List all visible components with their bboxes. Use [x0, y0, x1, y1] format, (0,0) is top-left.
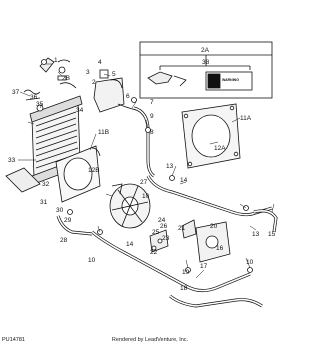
- callout-12b: 12B: [88, 167, 100, 174]
- callout-14-upper: 14: [180, 177, 188, 184]
- leader-lines: [18, 63, 275, 279]
- callout-19: 19: [182, 269, 190, 276]
- callout-22: 22: [150, 249, 158, 256]
- long-hose-upper: [146, 175, 273, 217]
- bottom-hose: [169, 294, 263, 308]
- fan-shroud-left: [55, 145, 101, 203]
- decal-warning-text: WARNING: [222, 78, 239, 82]
- callout-3: 3: [86, 69, 90, 76]
- callout-8: 8: [150, 129, 154, 136]
- callout-10a: 10: [142, 193, 150, 200]
- callout-6: 6: [126, 93, 130, 100]
- callout-9: 9: [150, 113, 154, 120]
- footer-credit: Rendered by LeadVenture, Inc.: [111, 337, 189, 343]
- lower-left-hose: [56, 215, 93, 236]
- fan-shroud-right: [181, 103, 241, 169]
- callout-21: 21: [178, 225, 186, 232]
- upper-hose: [133, 106, 155, 178]
- callout-23: 23: [162, 235, 170, 242]
- callout-13: 13: [166, 163, 174, 170]
- callout-4: 4: [98, 59, 102, 66]
- callout-12a: 12A: [214, 145, 226, 152]
- callout-36: 36: [30, 94, 38, 101]
- callout-27: 27: [140, 179, 148, 186]
- callout-34: 34: [76, 107, 84, 114]
- callout-35: 35: [36, 101, 44, 108]
- callout-32: 32: [42, 181, 50, 188]
- hose-clamps: [67, 127, 253, 273]
- figure-id: PU14781: [2, 337, 25, 343]
- callout-17: 17: [200, 263, 208, 270]
- inset-label: 2A: [201, 47, 210, 54]
- housing-right: [181, 219, 231, 263]
- exploded-parts-diagram: 2A 38 WARNING 37 1 2B 35 36 34 33 32 31 …: [5, 41, 278, 308]
- callout-11b: 11B: [98, 129, 109, 136]
- callout-25: 25: [152, 229, 160, 236]
- callout-1: 1: [54, 57, 58, 64]
- callout-10c: 10: [246, 259, 254, 266]
- callout-7: 7: [150, 99, 154, 106]
- callout-29: 29: [64, 217, 72, 224]
- callout-16: 16: [216, 245, 224, 252]
- callout-30: 30: [56, 207, 64, 214]
- left-bracket: [5, 167, 41, 193]
- callout-37: 37: [12, 89, 20, 96]
- callout-28: 28: [60, 237, 68, 244]
- callout-24: 24: [158, 217, 166, 224]
- callout-10b: 10: [88, 257, 96, 264]
- fan-assembly: [109, 183, 151, 229]
- callout-5: 5: [112, 71, 116, 78]
- callout-33: 33: [8, 157, 16, 164]
- callout-15: 15: [268, 231, 276, 238]
- diagram-stage: 2A 38 WARNING 37 1 2B 35 36 34 33 32 31 …: [2, 41, 278, 343]
- callout-18: 18: [180, 285, 188, 292]
- callout-20: 20: [210, 223, 218, 230]
- callout-14-lower: 14: [126, 241, 134, 248]
- callout-13-right: 13: [252, 231, 260, 238]
- callout-2: 2: [92, 79, 96, 86]
- callout-2b: 2B: [62, 75, 70, 82]
- callout-31: 31: [40, 199, 48, 206]
- inset-sublabel: 38: [202, 59, 210, 66]
- callout-11a: 11A: [240, 115, 252, 122]
- inset-box: [139, 41, 273, 99]
- right-hose: [253, 209, 278, 233]
- callout-26: 26: [160, 223, 168, 230]
- long-tube-lower: [91, 230, 251, 293]
